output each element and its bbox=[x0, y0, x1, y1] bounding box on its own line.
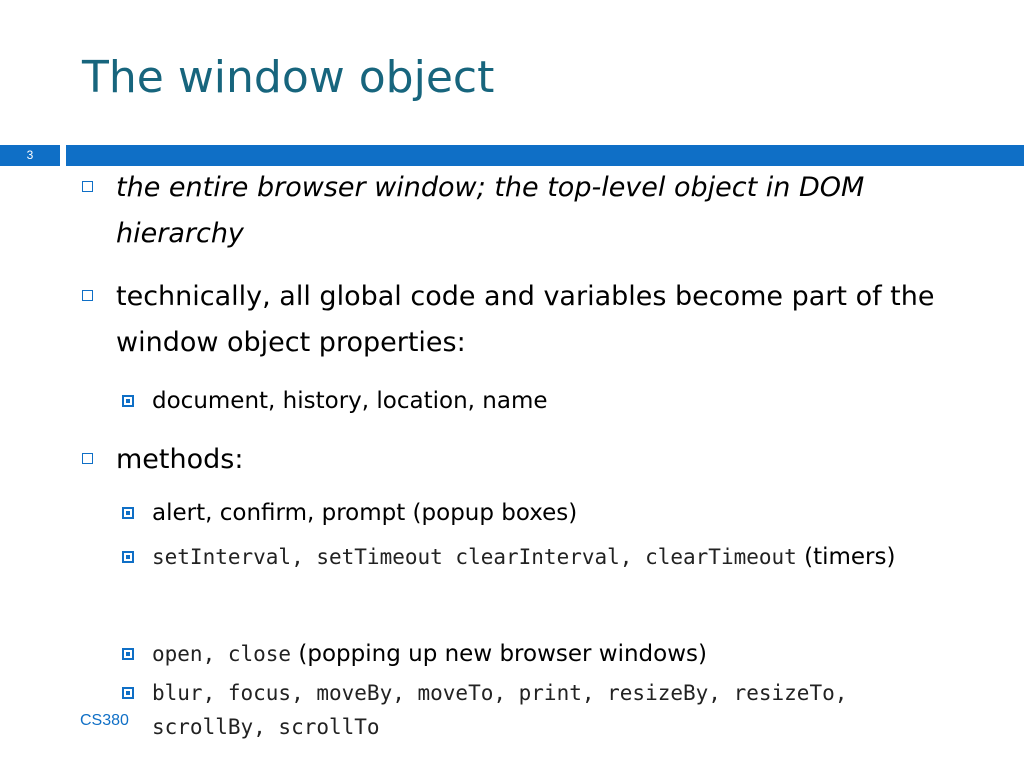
filled-square-bullet-icon bbox=[122, 507, 134, 519]
bullet-text: (timers) bbox=[804, 544, 896, 570]
bullet-text: technically, all global code and variabl… bbox=[116, 281, 935, 358]
slide-title: The window object bbox=[82, 52, 495, 103]
sub-bullet-windows: open, close (popping up new browser wind… bbox=[122, 633, 942, 675]
bullet-browser-window: the entire browser window; the top-level… bbox=[82, 165, 942, 257]
sub-bullet-popup-boxes: alert, confirm, prompt (popup boxes) bbox=[122, 492, 942, 534]
sub-bullet-timers: setInterval, setTimeout clearInterval, c… bbox=[122, 536, 942, 578]
filled-square-bullet-icon bbox=[122, 687, 134, 699]
bullet-code: setInterval, setTimeout clearInterval, c… bbox=[152, 545, 797, 569]
hollow-square-bullet-icon bbox=[82, 290, 93, 301]
bullet-text: methods: bbox=[116, 444, 244, 475]
title-rule bbox=[66, 145, 1024, 166]
page-number: 3 bbox=[26, 148, 34, 162]
hollow-square-bullet-icon bbox=[82, 181, 93, 192]
page-number-bar bbox=[0, 145, 60, 166]
hollow-square-bullet-icon bbox=[82, 453, 93, 464]
filled-square-bullet-icon bbox=[122, 395, 134, 407]
bullet-code: open, close bbox=[152, 642, 292, 666]
bullet-global-code: technically, all global code and variabl… bbox=[82, 274, 942, 366]
bullet-code: blur, focus, moveBy, moveTo, print, resi… bbox=[152, 681, 848, 739]
filled-square-bullet-icon bbox=[122, 648, 134, 660]
footer-course-label: CS380 bbox=[80, 712, 129, 729]
filled-square-bullet-icon bbox=[122, 551, 134, 563]
sub-bullet-window-methods: blur, focus, moveBy, moveTo, print, resi… bbox=[122, 676, 942, 744]
bullet-methods: methods: bbox=[82, 437, 942, 483]
bullet-text: (popping up new browser windows) bbox=[298, 641, 707, 667]
sub-bullet-properties: document, history, location, name bbox=[122, 380, 942, 422]
bullet-text: document, history, location, name bbox=[152, 388, 548, 414]
bullet-text: the entire browser window; the top-level… bbox=[116, 172, 865, 249]
bullet-text: alert, confirm, prompt (popup boxes) bbox=[152, 500, 578, 526]
